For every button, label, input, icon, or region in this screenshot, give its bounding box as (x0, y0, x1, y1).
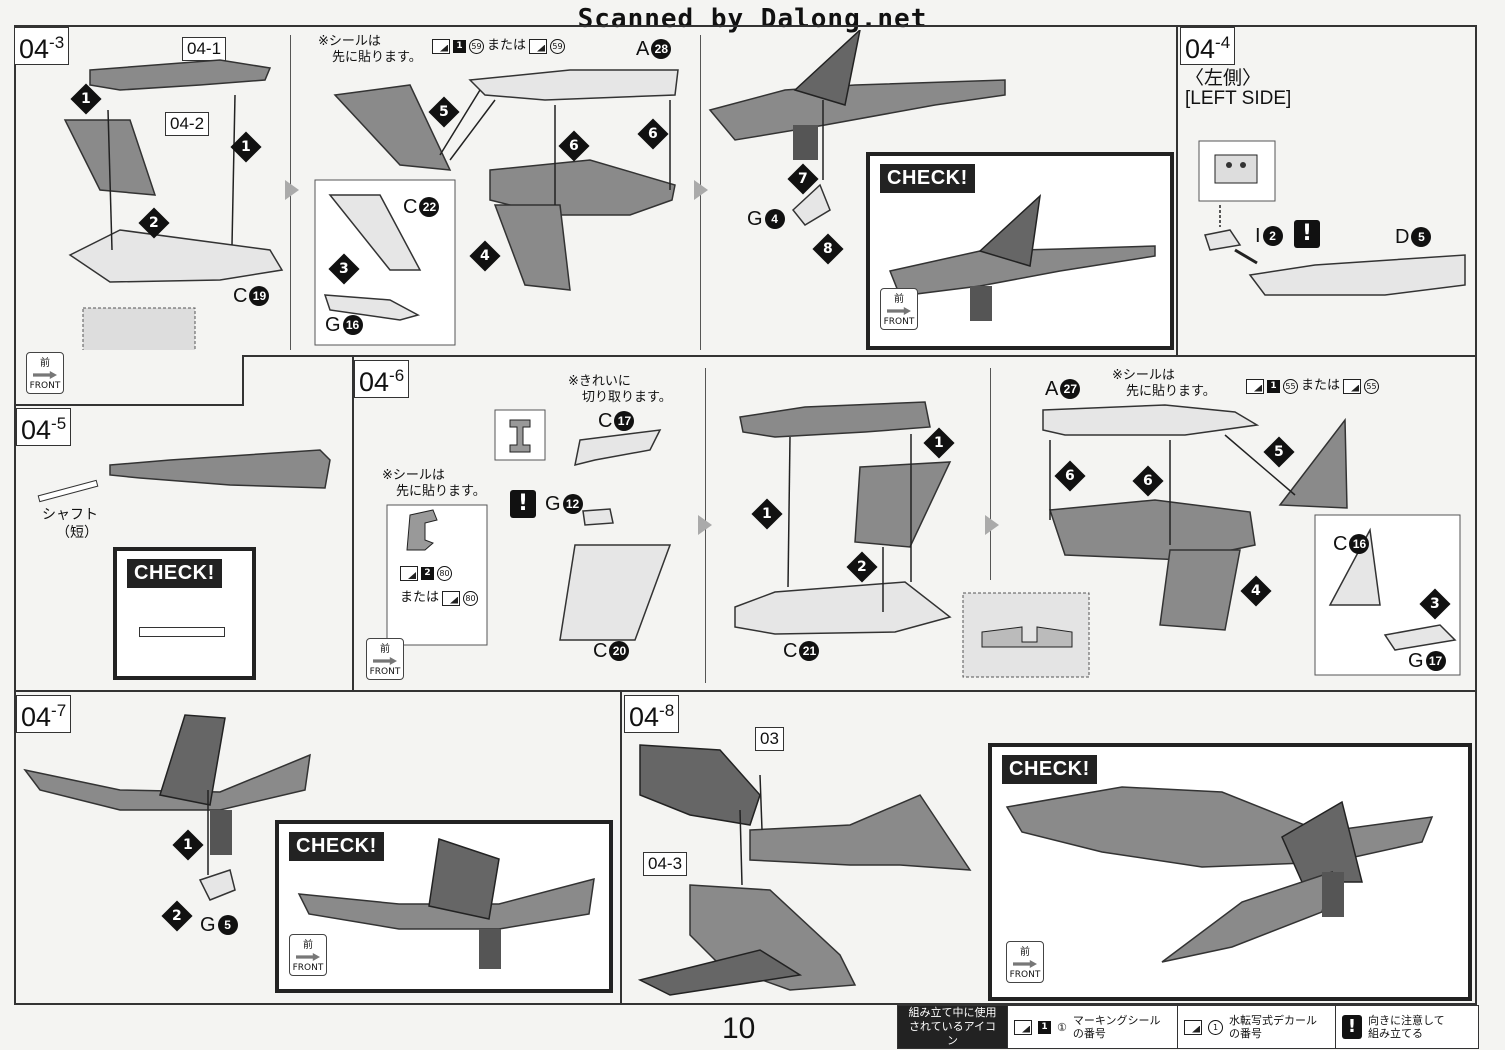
ref-04-2: 04-2 (165, 112, 210, 136)
decal-icon (529, 38, 548, 54)
wing-assembly-b-diagram (314, 69, 679, 346)
step-label-04-8: 04-8 (624, 695, 680, 733)
legend-decal: 1 水転写式デカールの番号 (1178, 1006, 1336, 1048)
step-label-04-7: 04-7 (16, 695, 72, 733)
flow-arrow-icon (285, 180, 299, 200)
divider-row2 (14, 690, 1477, 692)
divider-044 (1176, 25, 1178, 356)
seal-first-note: ※シールは先に貼ります。 (1112, 368, 1216, 399)
flow-arrow-icon (698, 515, 712, 535)
legend-caution: ! 向きに注意して組み立てる (1336, 1006, 1476, 1048)
step-label-04-6: 04-6 (354, 360, 410, 398)
caution-icon: ! (510, 490, 536, 518)
step-label-04-4: 04-4 (1180, 27, 1236, 65)
sticker-icon (1246, 378, 1264, 394)
detail-inset (962, 592, 1090, 678)
sticker-icon (432, 38, 450, 54)
caution-icon: ! (1342, 1015, 1362, 1039)
left-side-part-diagram (1198, 140, 1466, 296)
divider-row1 (243, 355, 1477, 357)
divider-047 (620, 690, 622, 1005)
shaft-insert-diagram (37, 449, 331, 503)
flow-arrow-icon (985, 515, 999, 535)
wing-to-body-diagram (637, 744, 972, 996)
page-frame (14, 25, 1477, 1005)
decal-icon (1343, 378, 1362, 394)
left-side-label-en: [LEFT SIDE] (1185, 88, 1292, 109)
sticker-icon (400, 566, 418, 581)
decal-icon (442, 590, 461, 606)
wing-assembly-c-diagram (708, 30, 1006, 226)
shaft-short-label: （短） (56, 525, 98, 541)
sub-divider-4 (990, 368, 991, 580)
wing-assembly-d-diagram (734, 401, 952, 635)
page-number: 10 (722, 1012, 756, 1045)
shaft-label: シャフト (42, 507, 98, 523)
scan-watermark: Scanned by Dalong.net (577, 4, 928, 34)
wing-final-a-diagram (23, 714, 311, 901)
wing-assembly-a-diagram (63, 59, 284, 350)
step-label-04-5: 04-5 (16, 408, 72, 446)
legend-header: 組み立て中に使用されているアイコン (898, 1006, 1008, 1048)
decal-icon (1184, 1019, 1202, 1035)
caution-icon: ! (1294, 220, 1320, 248)
sticker-icon (1014, 1019, 1032, 1035)
ref-03: 03 (755, 727, 784, 751)
seal-first-note: ※シールは先に貼ります。 (382, 468, 486, 499)
flow-arrow-icon (694, 180, 708, 200)
seal-first-note: ※シールは先に貼ります。 (318, 34, 422, 65)
divider-step (242, 355, 244, 406)
clean-cut-note: ※きれいに切り取ります。 (568, 374, 672, 405)
step-label-04-3: 04-3 (14, 27, 70, 65)
divider-row1-left (14, 404, 244, 406)
wing-assembly-e-diagram (1042, 404, 1461, 676)
check-box-045: CHECK! (113, 547, 256, 680)
left-side-label-jp: 〈左側〉 (1185, 67, 1262, 89)
ref-04-3: 04-3 (643, 852, 688, 876)
tail-fin-assembly-diagram (386, 409, 672, 646)
divider-045 (352, 355, 354, 691)
